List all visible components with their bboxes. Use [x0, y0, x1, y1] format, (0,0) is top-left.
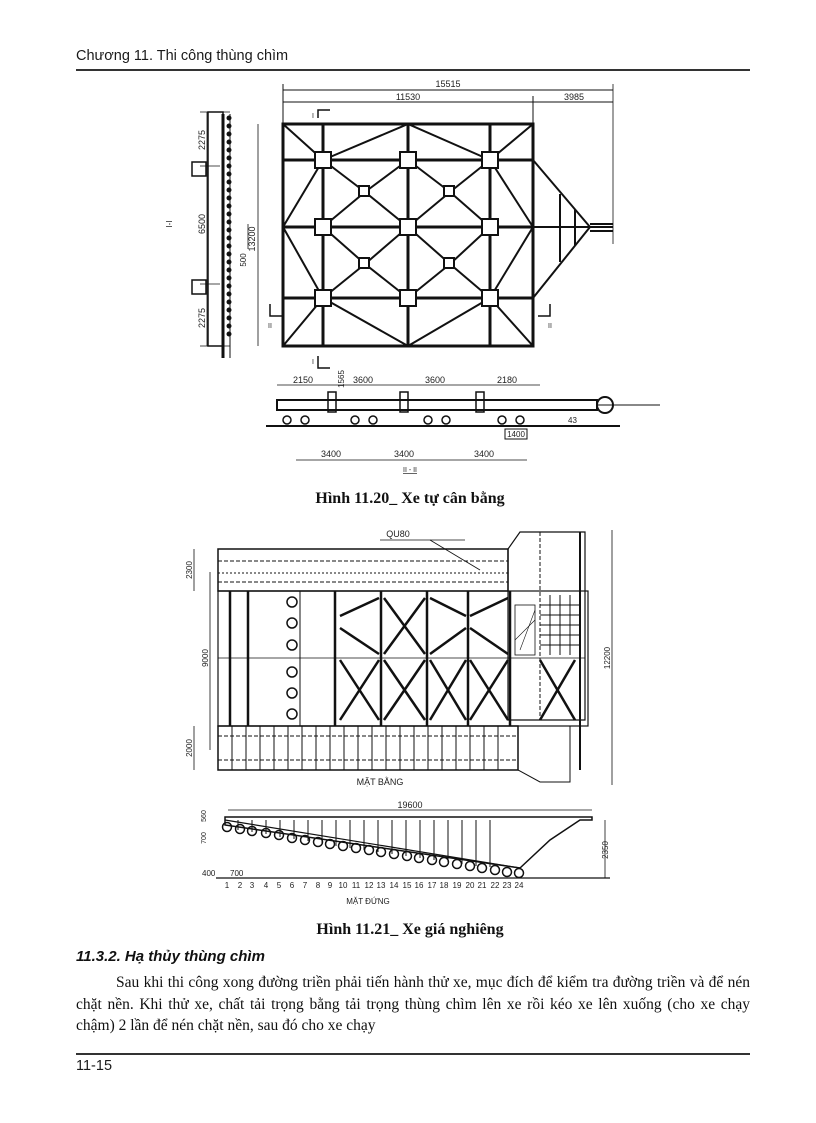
- svg-text:17: 17: [428, 881, 437, 890]
- svg-text:3400: 3400: [321, 449, 341, 459]
- footer-divider: [76, 1053, 750, 1055]
- figure-11-21-caption: Hình 11.21_ Xe giá nghiêng: [316, 921, 504, 938]
- svg-text:19: 19: [453, 881, 462, 890]
- svg-text:12200: 12200: [603, 646, 612, 669]
- svg-text:1565: 1565: [337, 370, 346, 388]
- svg-text:700: 700: [230, 869, 244, 878]
- svg-text:II: II: [268, 323, 272, 330]
- svg-text:23: 23: [503, 881, 512, 890]
- figure-11-20-drawing: 15515 11530 3985 13: [150, 74, 660, 474]
- section-heading: 11.3.2. Hạ thủy thùng chìm: [76, 948, 265, 965]
- svg-text:2300: 2300: [185, 561, 194, 579]
- svg-text:9: 9: [328, 881, 333, 890]
- svg-text:22: 22: [491, 881, 500, 890]
- page-header: Chương 11. Thi công thùng chìm: [76, 48, 289, 64]
- svg-text:15: 15: [403, 881, 412, 890]
- svg-text:9000: 9000: [201, 649, 210, 667]
- svg-text:560: 560: [201, 810, 208, 822]
- dim-13200: 13200: [247, 226, 257, 251]
- svg-text:11: 11: [352, 881, 361, 890]
- figure-11-20-caption: Hình 11.20_ Xe tự cân bằng: [315, 490, 505, 507]
- svg-text:43: 43: [568, 416, 577, 425]
- svg-text:5: 5: [277, 881, 282, 890]
- svg-text:4: 4: [264, 881, 269, 890]
- callout-qu80: QU80: [386, 529, 410, 539]
- dim-2275-bottom: 2275: [197, 308, 207, 328]
- dim-11530: 11530: [396, 92, 420, 102]
- svg-text:3400: 3400: [394, 449, 414, 459]
- svg-text:12: 12: [365, 881, 374, 890]
- svg-text:8: 8: [316, 881, 321, 890]
- svg-text:700: 700: [201, 832, 208, 844]
- elevation-label: MẶT ĐỨNG: [346, 897, 390, 905]
- svg-text:10: 10: [339, 881, 348, 890]
- svg-text:I: I: [312, 113, 314, 120]
- svg-text:I: I: [312, 359, 314, 366]
- svg-text:7: 7: [303, 881, 308, 890]
- svg-text:II: II: [548, 323, 552, 330]
- svg-text:6: 6: [290, 881, 295, 890]
- svg-text:2: 2: [238, 881, 243, 890]
- svg-text:19600: 19600: [397, 800, 422, 810]
- svg-text:3: 3: [250, 881, 255, 890]
- plan-label: MẶT BẰNG: [357, 777, 404, 787]
- svg-text:2350: 2350: [601, 841, 610, 859]
- svg-text:3600: 3600: [353, 375, 373, 385]
- dim-2275-top: 2275: [197, 130, 207, 150]
- body-paragraph: Sau khi thi công xong đường triền phải t…: [76, 974, 750, 1034]
- svg-text:1400: 1400: [507, 430, 525, 439]
- svg-text:3600: 3600: [425, 375, 445, 385]
- dim-6500: 6500: [197, 214, 207, 234]
- svg-text:18: 18: [440, 881, 449, 890]
- header-divider: [76, 69, 750, 71]
- svg-text:13: 13: [377, 881, 386, 890]
- figure-11-21-drawing: QU80: [180, 520, 630, 905]
- dim-15515: 15515: [435, 79, 460, 89]
- svg-text:2000: 2000: [185, 739, 194, 757]
- svg-text:2150: 2150: [293, 375, 313, 385]
- svg-text:16: 16: [415, 881, 424, 890]
- dim-500: 500: [239, 253, 248, 267]
- dim-3985: 3985: [564, 92, 584, 102]
- svg-text:II - II: II - II: [403, 467, 417, 474]
- svg-text:2180: 2180: [497, 375, 517, 385]
- page-number: 11-15: [76, 1058, 113, 1074]
- svg-text:21: 21: [478, 881, 487, 890]
- svg-text:20: 20: [466, 881, 475, 890]
- svg-text:3400: 3400: [474, 449, 494, 459]
- svg-text:14: 14: [390, 881, 399, 890]
- svg-text:1: 1: [225, 881, 230, 890]
- svg-text:I-I: I-I: [165, 220, 174, 227]
- svg-text:24: 24: [515, 881, 524, 890]
- svg-text:400: 400: [202, 869, 216, 878]
